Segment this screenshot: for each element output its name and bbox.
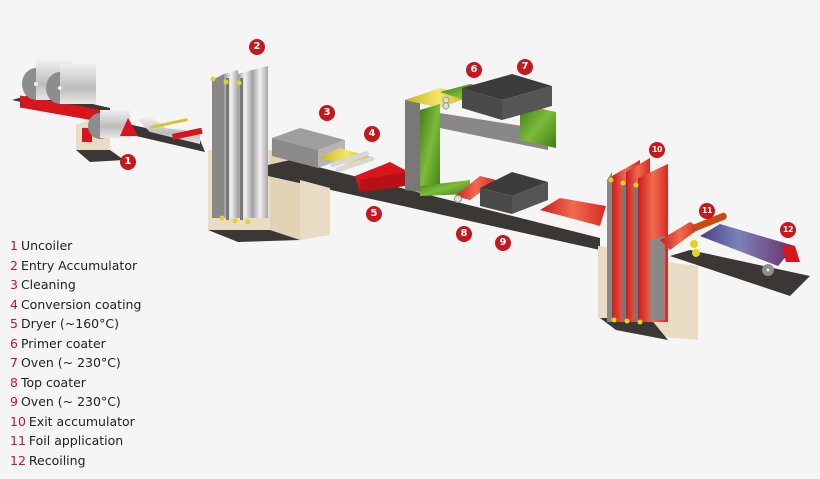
legend-number: 11 bbox=[10, 433, 26, 448]
badge-5: 5 bbox=[366, 206, 382, 222]
badge-4: 4 bbox=[364, 126, 380, 142]
legend-label: Oven (~ 230°C) bbox=[20, 355, 121, 370]
legend-number: 1 bbox=[10, 238, 18, 253]
entry-accumulator bbox=[208, 66, 300, 242]
legend-label: Entry Accumulator bbox=[20, 257, 138, 273]
legend-label: Top coater bbox=[20, 374, 86, 390]
legend-label: Recoiling bbox=[28, 452, 86, 468]
legend-label: Uncoiler bbox=[20, 238, 73, 253]
badge-8: 8 bbox=[456, 226, 472, 242]
badge-7: 7 bbox=[517, 59, 533, 75]
legend-number: 9 bbox=[10, 394, 18, 409]
main-processing-floor bbox=[268, 74, 606, 250]
badge-11: 11 bbox=[699, 203, 715, 219]
legend-label: Cleaning bbox=[20, 277, 76, 292]
legend-number: 2 bbox=[10, 257, 18, 273]
legend-number: 10 bbox=[10, 413, 26, 429]
legend-label: Conversion coating bbox=[20, 296, 142, 312]
badge-6: 6 bbox=[466, 62, 482, 78]
legend-number: 4 bbox=[10, 296, 18, 312]
legend-label: Exit accumulator bbox=[28, 413, 135, 429]
legend-number: 8 bbox=[10, 374, 18, 390]
recoiler-station bbox=[660, 212, 810, 296]
legend-label: Primer coater bbox=[20, 335, 106, 351]
exit-accumulator bbox=[598, 158, 698, 340]
badge-12: 12 bbox=[780, 222, 796, 238]
badge-2: 2 bbox=[249, 39, 265, 55]
legend-label: Oven (~ 230°C) bbox=[20, 394, 121, 409]
legend-number: 5 bbox=[10, 316, 18, 331]
legend-number: 3 bbox=[10, 277, 18, 292]
legend-label: Foil application bbox=[28, 433, 124, 448]
badge-1: 1 bbox=[120, 154, 136, 170]
badge-3: 3 bbox=[319, 105, 335, 121]
badge-9: 9 bbox=[495, 235, 511, 251]
legend-number: 6 bbox=[10, 335, 18, 351]
legend-label: Dryer (~160°C) bbox=[20, 316, 119, 331]
legend-number: 7 bbox=[10, 355, 18, 370]
badge-10: 10 bbox=[649, 142, 665, 158]
uncoiler-station bbox=[12, 60, 205, 162]
legend-number: 12 bbox=[10, 452, 26, 468]
